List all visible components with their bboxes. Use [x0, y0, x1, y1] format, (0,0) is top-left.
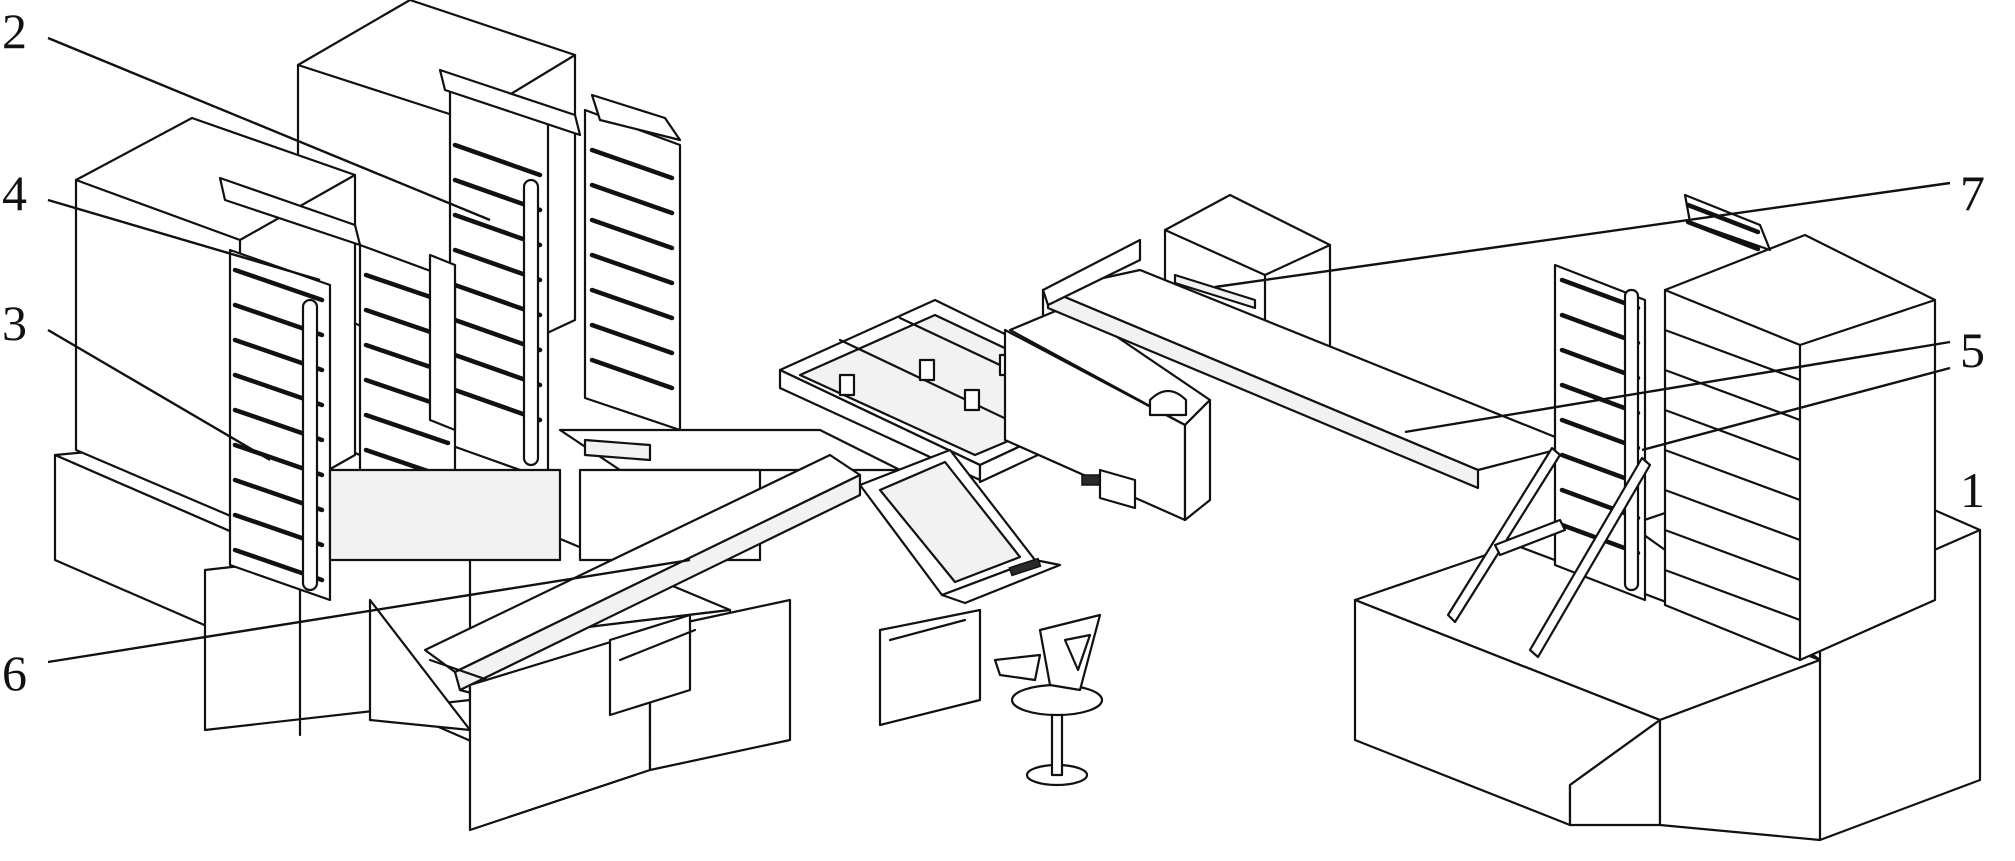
- label-3: 3: [2, 295, 27, 351]
- label-1: 1: [1960, 462, 1985, 518]
- operator-chair: [995, 615, 1102, 785]
- laptop-terminal: [860, 450, 1060, 603]
- label-7: 7: [1960, 165, 1985, 221]
- laptop-stand: [880, 610, 980, 725]
- right-cabinet: [1665, 235, 1935, 660]
- label-6: 6: [2, 645, 27, 701]
- label-5: 5: [1960, 322, 1985, 378]
- label-4: 4: [2, 165, 27, 221]
- label-2: 2: [2, 3, 27, 59]
